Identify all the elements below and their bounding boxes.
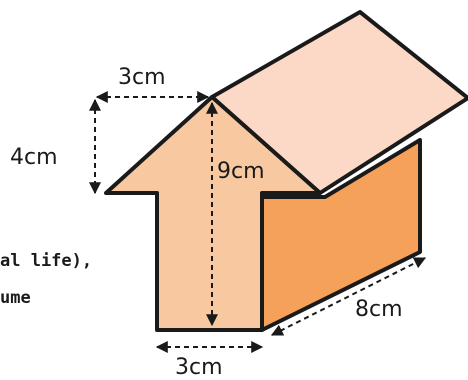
bottom-width-label: 3cm: [175, 355, 223, 380]
top-width-label: 3cm: [118, 65, 166, 90]
cropped-text-line-2: ume: [0, 288, 31, 308]
total-height-label: 9cm: [217, 159, 265, 184]
depth-arrow: [270, 257, 427, 336]
depth-label: 8cm: [355, 297, 403, 322]
left-height-label: 4cm: [10, 145, 58, 170]
cropped-text-line-1: al life),: [0, 251, 92, 271]
